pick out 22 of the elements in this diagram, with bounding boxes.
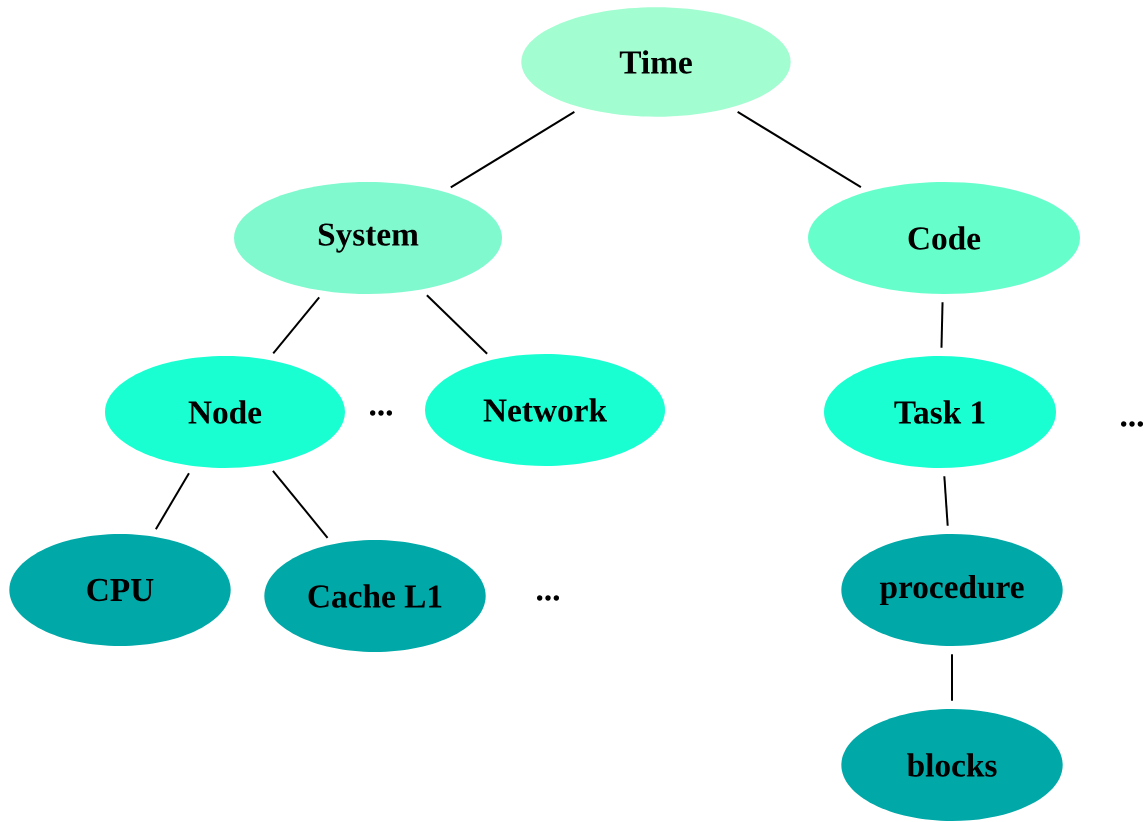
connector-line: [154, 472, 190, 531]
connector-line: [449, 110, 576, 189]
ellipse-node: Task 1: [824, 356, 1056, 468]
ellipse-node: Code: [808, 182, 1080, 294]
ellipse-node: Network: [425, 354, 665, 466]
connector-line: [943, 475, 949, 527]
ellipse-node: System: [234, 182, 502, 294]
connector-line: [951, 653, 953, 702]
connector-line: [940, 301, 944, 349]
ellipse-node: Time: [521, 7, 791, 117]
connector-line: [271, 469, 329, 539]
ellipse-node: Cache L1: [264, 540, 486, 652]
connector-line: [425, 294, 489, 355]
connector-line: [736, 110, 862, 189]
ellipse-node: Node: [105, 356, 345, 468]
ellipsis-label: ...: [1121, 421, 1144, 427]
ellipse-node: procedure: [841, 534, 1063, 646]
ellipse-node: blocks: [841, 709, 1063, 821]
ellipsis-label: ...: [369, 410, 393, 416]
ellipse-node: CPU: [9, 534, 231, 646]
ellipsis-label: ...: [536, 595, 560, 601]
connector-line: [272, 296, 321, 355]
